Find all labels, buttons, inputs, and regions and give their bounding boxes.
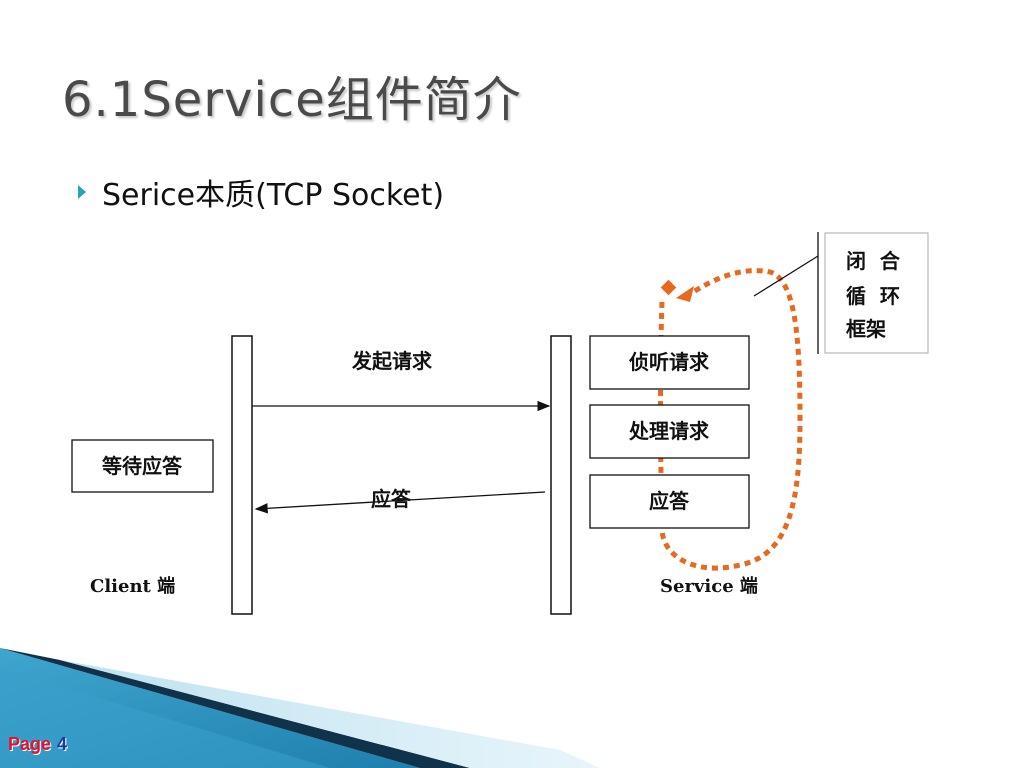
- bullet-text: Serice本质(TCP Socket): [102, 178, 445, 213]
- server-step-box: [589, 474, 750, 529]
- client-label: Client 端: [90, 576, 175, 597]
- loop-start-marker: [660, 279, 677, 296]
- server-step-label: 处理请求: [628, 419, 710, 443]
- bullet-arrow-icon: [78, 185, 86, 199]
- request-label: 发起请求: [351, 349, 433, 373]
- note-box: [824, 232, 929, 354]
- server-lifeline: [550, 335, 572, 615]
- server-step-box: [589, 335, 750, 390]
- server-step-label: 侦听请求: [629, 350, 710, 374]
- client-wait-label: 等待应答: [102, 454, 183, 478]
- note-line: 闭 合: [846, 249, 901, 273]
- note-line: 框架: [846, 317, 886, 341]
- server-step-box: [589, 404, 750, 459]
- note-leader-line: [753, 255, 819, 297]
- page-label: Page: [8, 734, 52, 754]
- note-line: 循 环: [846, 284, 900, 308]
- client-wait-box: [71, 439, 214, 493]
- server-label: Service 端: [660, 576, 758, 597]
- server-step-label: 应答: [649, 489, 690, 513]
- footer-decoration: [0, 648, 600, 768]
- slide-title: 6.1Service组件简介: [62, 72, 522, 128]
- client-lifeline: [231, 335, 253, 615]
- response-label: 应答: [371, 487, 412, 511]
- loop-arrowhead: [676, 286, 694, 302]
- loop-path: [658, 268, 803, 571]
- bullet-item: Serice本质(TCP Socket): [78, 172, 445, 213]
- response-arrow: [254, 491, 546, 514]
- page-number: 4: [57, 734, 68, 754]
